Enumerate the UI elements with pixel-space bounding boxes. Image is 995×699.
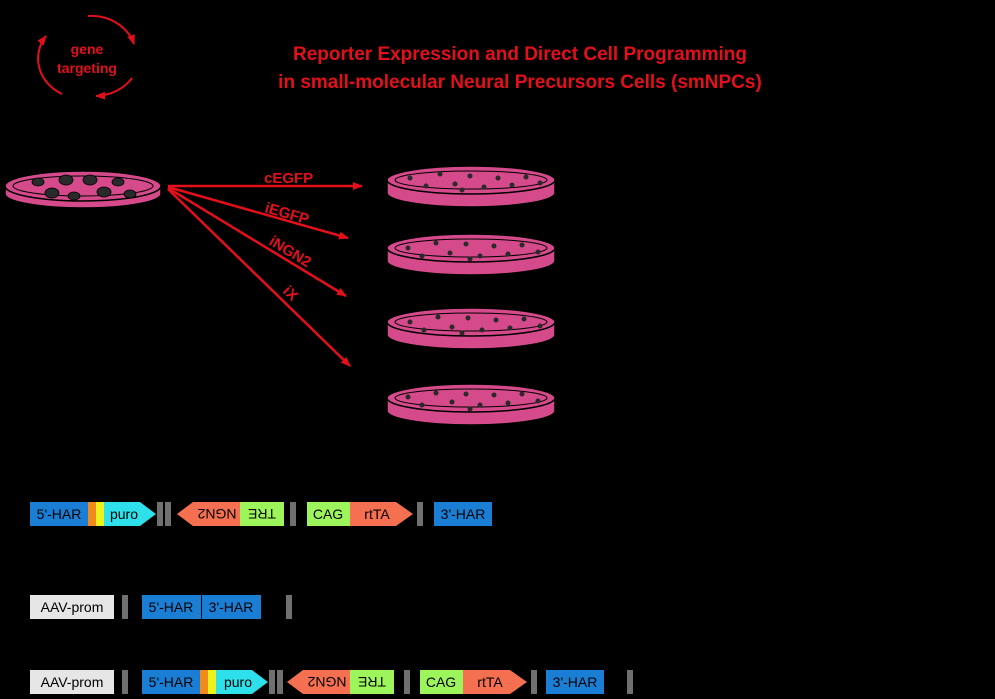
har5-label: 5'-HAR [149,599,194,615]
spacer [165,502,171,526]
har5-block [142,670,200,694]
tre-label: TRE [358,674,386,690]
target-dish-4 [386,383,556,426]
cag-label: CAG [426,674,456,690]
gene-targeting-label-line2: targeting [57,60,117,76]
cag-label: CAG [313,506,343,522]
har3-label: 3'-HAR [209,599,254,615]
yellow-block [96,502,104,526]
puro-arrow [104,502,156,526]
spacer [122,595,128,619]
cell-clusters [31,174,137,201]
target-dish-2 [386,233,556,276]
rtta-label: rtTA [477,674,503,690]
har5-block [142,595,201,619]
arrows [167,182,363,367]
ngn2-label: NGN2 [197,506,236,522]
arrow-ingn2 [167,186,347,298]
spacer [531,670,537,694]
har5-label: 5'-HAR [149,674,194,690]
aav-prom-block [30,595,114,619]
spacer [286,595,292,619]
spacer [122,670,128,694]
gene-targeting-label-line1: gene [71,41,104,57]
source-dish [4,170,162,209]
aav-prom-label: AAV-prom [41,674,104,690]
ngn2-label: NGN2 [307,674,346,690]
construct-row-1: 5'-HAR puro NGN2 TRE CAG rtTA 3'-HAR [30,502,492,526]
har3-block [546,670,604,694]
page-title-line-1: Reporter Expression and Direct Cell Prog… [292,44,747,65]
har3-label: 3'-HAR [441,506,486,522]
har3-block [434,502,492,526]
orange-block [88,502,96,526]
construct-row-3: AAV-prom 5'-HAR puro NGN2 TRE CAG rtTA 3… [30,670,633,694]
cag-block [307,502,350,526]
ngn2-arrow-reverse [177,502,240,526]
puro-label: puro [110,506,138,522]
page-title-line-2: in small-molecular Neural Precursors Cel… [278,72,762,93]
spacer [277,670,283,694]
construct-row-2: AAV-prom 5'-HAR 3'-HAR [30,595,292,619]
rtta-label: rtTA [364,506,390,522]
ngn2-arrow-reverse [287,670,350,694]
orange-block [200,670,208,694]
tre-label: TRE [248,506,276,522]
spacer [404,670,410,694]
arrow-ix [167,188,351,367]
spacer [627,670,633,694]
har3-label: 3'-HAR [553,674,598,690]
cag-block [420,670,463,694]
gene-targeting-cycle: gene targeting [37,14,135,100]
har3-block [202,595,261,619]
rtta-arrow [463,670,527,694]
target-dish-1 [386,165,556,208]
tre-block [350,670,394,694]
arrow-label-iegfp: iEGFP [263,200,311,229]
spacer [290,502,296,526]
puro-label: puro [224,674,252,690]
puro-arrow [216,670,268,694]
spacer [157,502,163,526]
tre-block [240,502,284,526]
yellow-block [208,670,216,694]
aav-prom-block [30,670,114,694]
target-dish-3 [386,307,556,350]
spacer [269,670,275,694]
rtta-arrow [350,502,413,526]
arrow-label-cegfp: cEGFP [264,170,313,187]
spacer [417,502,423,526]
har5-block [30,502,88,526]
har5-label: 5'-HAR [37,506,82,522]
aav-prom-label: AAV-prom [41,599,104,615]
arrow-iegfp [167,185,349,240]
